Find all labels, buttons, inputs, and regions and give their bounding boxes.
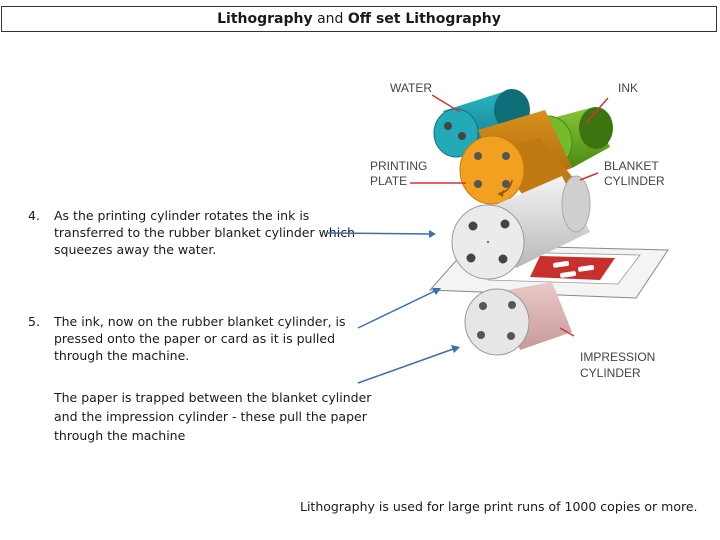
impression-arrow <box>559 327 575 337</box>
label-blanket: BLANKET <box>604 159 659 173</box>
step-5-number: 5. <box>28 314 40 329</box>
title-part-and: and <box>317 11 344 27</box>
blue-arrow-paper-note <box>357 345 460 384</box>
footer-text: Lithography is used for large print runs… <box>300 499 698 514</box>
step-4-text: As the printing cylinder rotates the ink… <box>54 208 355 257</box>
label-printing: PRINTING <box>370 159 427 173</box>
title-part-lithography: Lithography <box>217 11 313 27</box>
step-5-text: The ink, now on the rubber blanket cylin… <box>54 314 346 363</box>
label-plate: PLATE <box>370 174 407 188</box>
step-4-number: 4. <box>28 208 40 223</box>
blanket-cylinder <box>451 175 591 280</box>
label-water: WATER <box>390 81 432 95</box>
title-part-offset: Off set Lithography <box>347 11 501 27</box>
ink-arrow <box>585 97 609 124</box>
step-5: 5. The ink, now on the rubber blanket cy… <box>28 313 358 364</box>
label-blanket-cylinder: CYLINDER <box>604 174 665 188</box>
step-4: 4. As the printing cylinder rotates the … <box>28 207 358 258</box>
label-impression-cylinder: CYLINDER <box>580 366 641 380</box>
blue-arrow-step-5 <box>357 288 441 329</box>
page-title: Lithography and Off set Lithography <box>1 6 717 32</box>
water-arrow <box>431 94 461 113</box>
blanket-arrow <box>579 172 599 181</box>
paper-note: The paper is trapped between the blanket… <box>54 390 372 443</box>
blue-arrow-step-4 <box>327 230 436 238</box>
label-impression: IMPRESSION <box>580 350 655 364</box>
impression-cylinder <box>464 282 572 356</box>
label-ink: INK <box>618 81 638 95</box>
